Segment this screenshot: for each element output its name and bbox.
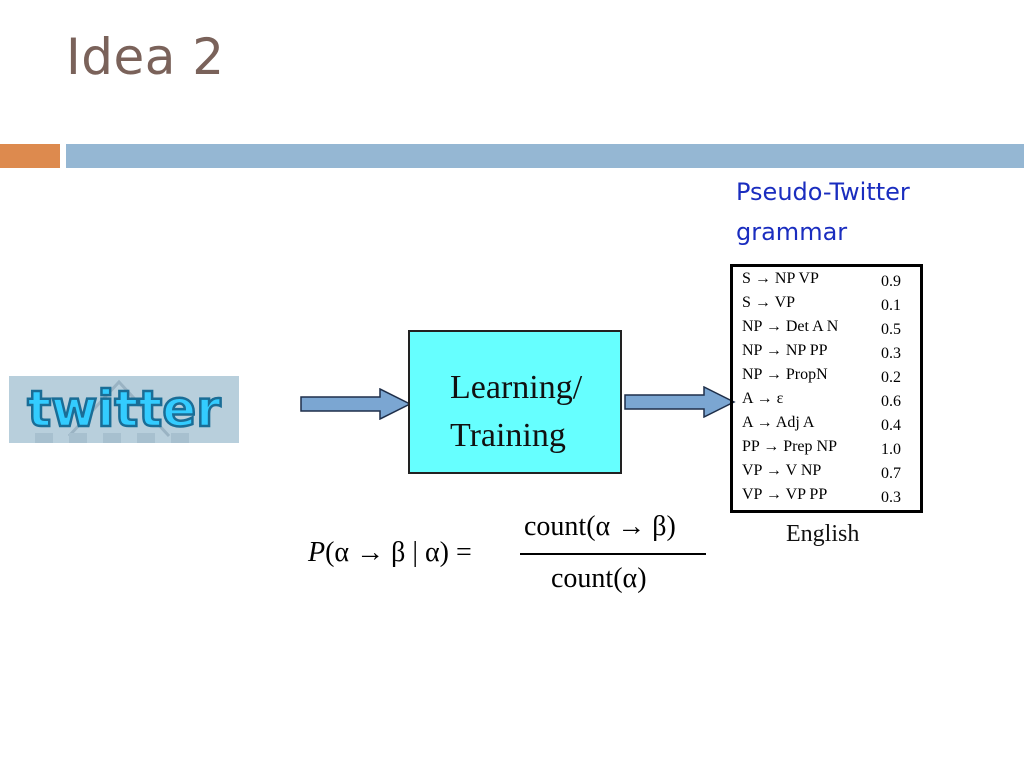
rule-probability: 0.5 xyxy=(881,321,901,338)
rule-text: NP → Det A N xyxy=(742,318,839,335)
rule-probability: 0.4 xyxy=(881,417,901,434)
formula-denominator: count(α) xyxy=(551,563,647,594)
output-arrow-icon xyxy=(624,386,736,418)
rule-probability: 0.6 xyxy=(881,393,901,410)
grammar-heading: Pseudo-Twitter grammar xyxy=(736,172,910,252)
grammar-rule-row: VP → V NP 0.7 xyxy=(742,462,920,486)
rule-probability: 0.9 xyxy=(881,273,901,290)
training-box-line1: Learning/ xyxy=(450,369,583,406)
rule-text: VP → V NP xyxy=(742,462,822,479)
rule-text: S → VP xyxy=(742,294,796,311)
rule-probability: 0.2 xyxy=(881,369,901,386)
learning-training-box: Learning/ Training xyxy=(408,330,622,474)
grammar-rules-table: S → NP VP 0.9 S → VP 0.1 NP → Det A N 0.… xyxy=(730,264,923,513)
input-arrow-icon xyxy=(300,388,412,420)
grammar-rule-row: VP → VP PP 0.3 xyxy=(742,486,920,510)
rule-text: NP → NP PP xyxy=(742,342,828,359)
formula-fraction-line xyxy=(520,553,706,555)
rule-text: VP → VP PP xyxy=(742,486,828,503)
rule-probability: 0.7 xyxy=(881,465,901,482)
accent-bar-blue xyxy=(66,144,1024,168)
grammar-rule-row: S → VP 0.1 xyxy=(742,294,920,318)
rule-text: A → Adj A xyxy=(742,414,815,431)
rule-text: PP → Prep NP xyxy=(742,438,837,455)
formula-lhs-rest: (α → β | α) = xyxy=(325,537,472,568)
twitter-logo-text: twitter xyxy=(27,380,221,438)
slide-title: Idea 2 xyxy=(66,28,225,86)
grammar-rule-row: S → NP VP 0.9 xyxy=(742,270,920,294)
formula-lhs: P(α → β | α) = xyxy=(308,537,472,569)
rule-text: NP → PropN xyxy=(742,366,828,383)
grammar-rule-row: NP → PropN 0.2 xyxy=(742,366,920,390)
rule-text: S → NP VP xyxy=(742,270,819,287)
grammar-heading-line1: Pseudo-Twitter xyxy=(736,178,910,206)
twitter-logo-icon: twitter xyxy=(9,376,239,443)
grammar-rule-row: A → ε 0.6 xyxy=(742,390,920,414)
formula-lhs-p: P xyxy=(308,537,326,568)
rule-probability: 0.3 xyxy=(881,345,901,362)
grammar-rule-row: NP → Det A N 0.5 xyxy=(742,318,920,342)
rule-probability: 0.3 xyxy=(881,489,901,506)
training-box-line2: Training xyxy=(450,417,566,454)
grammar-rule-row: A → Adj A 0.4 xyxy=(742,414,920,438)
rule-probability: 1.0 xyxy=(881,441,901,458)
rule-probability: 0.1 xyxy=(881,297,901,314)
grammar-caption: English xyxy=(786,521,860,547)
grammar-rule-row: NP → NP PP 0.3 xyxy=(742,342,920,366)
formula-numerator: count(α → β) xyxy=(524,511,676,542)
grammar-rule-row: PP → Prep NP 1.0 xyxy=(742,438,920,462)
grammar-heading-line2: grammar xyxy=(736,218,848,246)
accent-bar-orange xyxy=(0,144,60,168)
rule-text: A → ε xyxy=(742,390,784,407)
